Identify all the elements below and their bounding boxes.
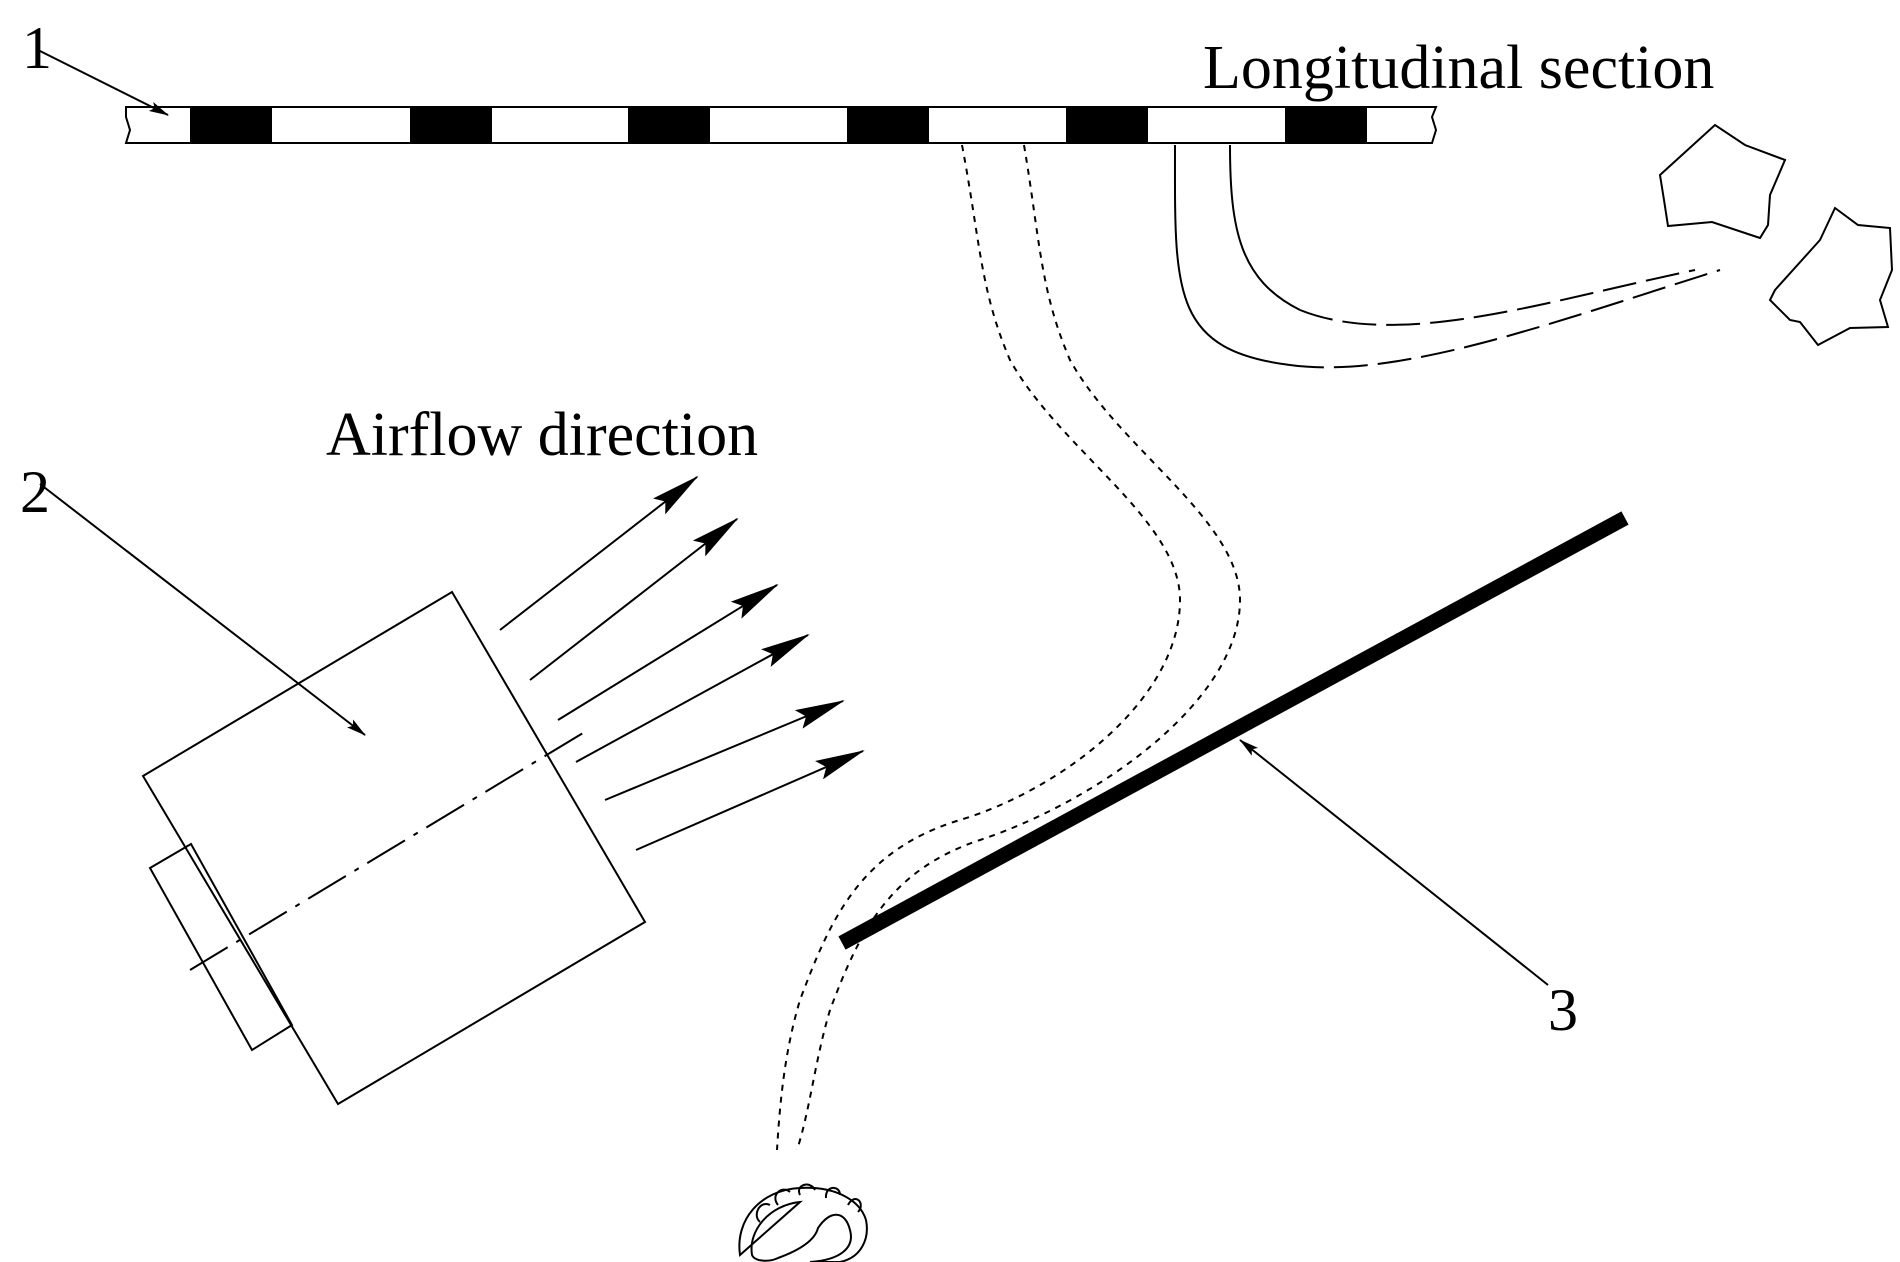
- airflow-arrows: [499, 475, 865, 851]
- deflected-trajectory: [1173, 144, 1721, 369]
- airflow-arrow: [529, 517, 739, 681]
- airflow-arrow: [575, 634, 810, 763]
- part-3-leader-line: [1239, 739, 1549, 986]
- part-2-label: 2: [20, 459, 50, 525]
- airflow-arrow: [635, 750, 865, 851]
- blower-centerline: [189, 729, 589, 971]
- part-2-leader-line: [39, 483, 366, 736]
- longitudinal-section-label: Longitudinal section: [1203, 34, 1714, 102]
- part-1-label: 1: [22, 15, 52, 81]
- coiled-item: [738, 1183, 868, 1262]
- part-1-leader-line: [37, 49, 169, 116]
- falling-trajectory: [776, 144, 1242, 1151]
- airflow-direction-label: Airflow direction: [326, 401, 758, 469]
- debris-chunk: [1658, 123, 1787, 240]
- airflow-arrow: [557, 583, 779, 721]
- airflow-arrow: [499, 475, 699, 631]
- airflow-arrow: [604, 700, 845, 801]
- longitudinal-section-bar: [124, 106, 1438, 144]
- part-3-label: 3: [1548, 977, 1578, 1043]
- debris-chunk: [1768, 206, 1894, 347]
- air-blower: [141, 590, 647, 1106]
- deflector-plate: [838, 511, 1629, 950]
